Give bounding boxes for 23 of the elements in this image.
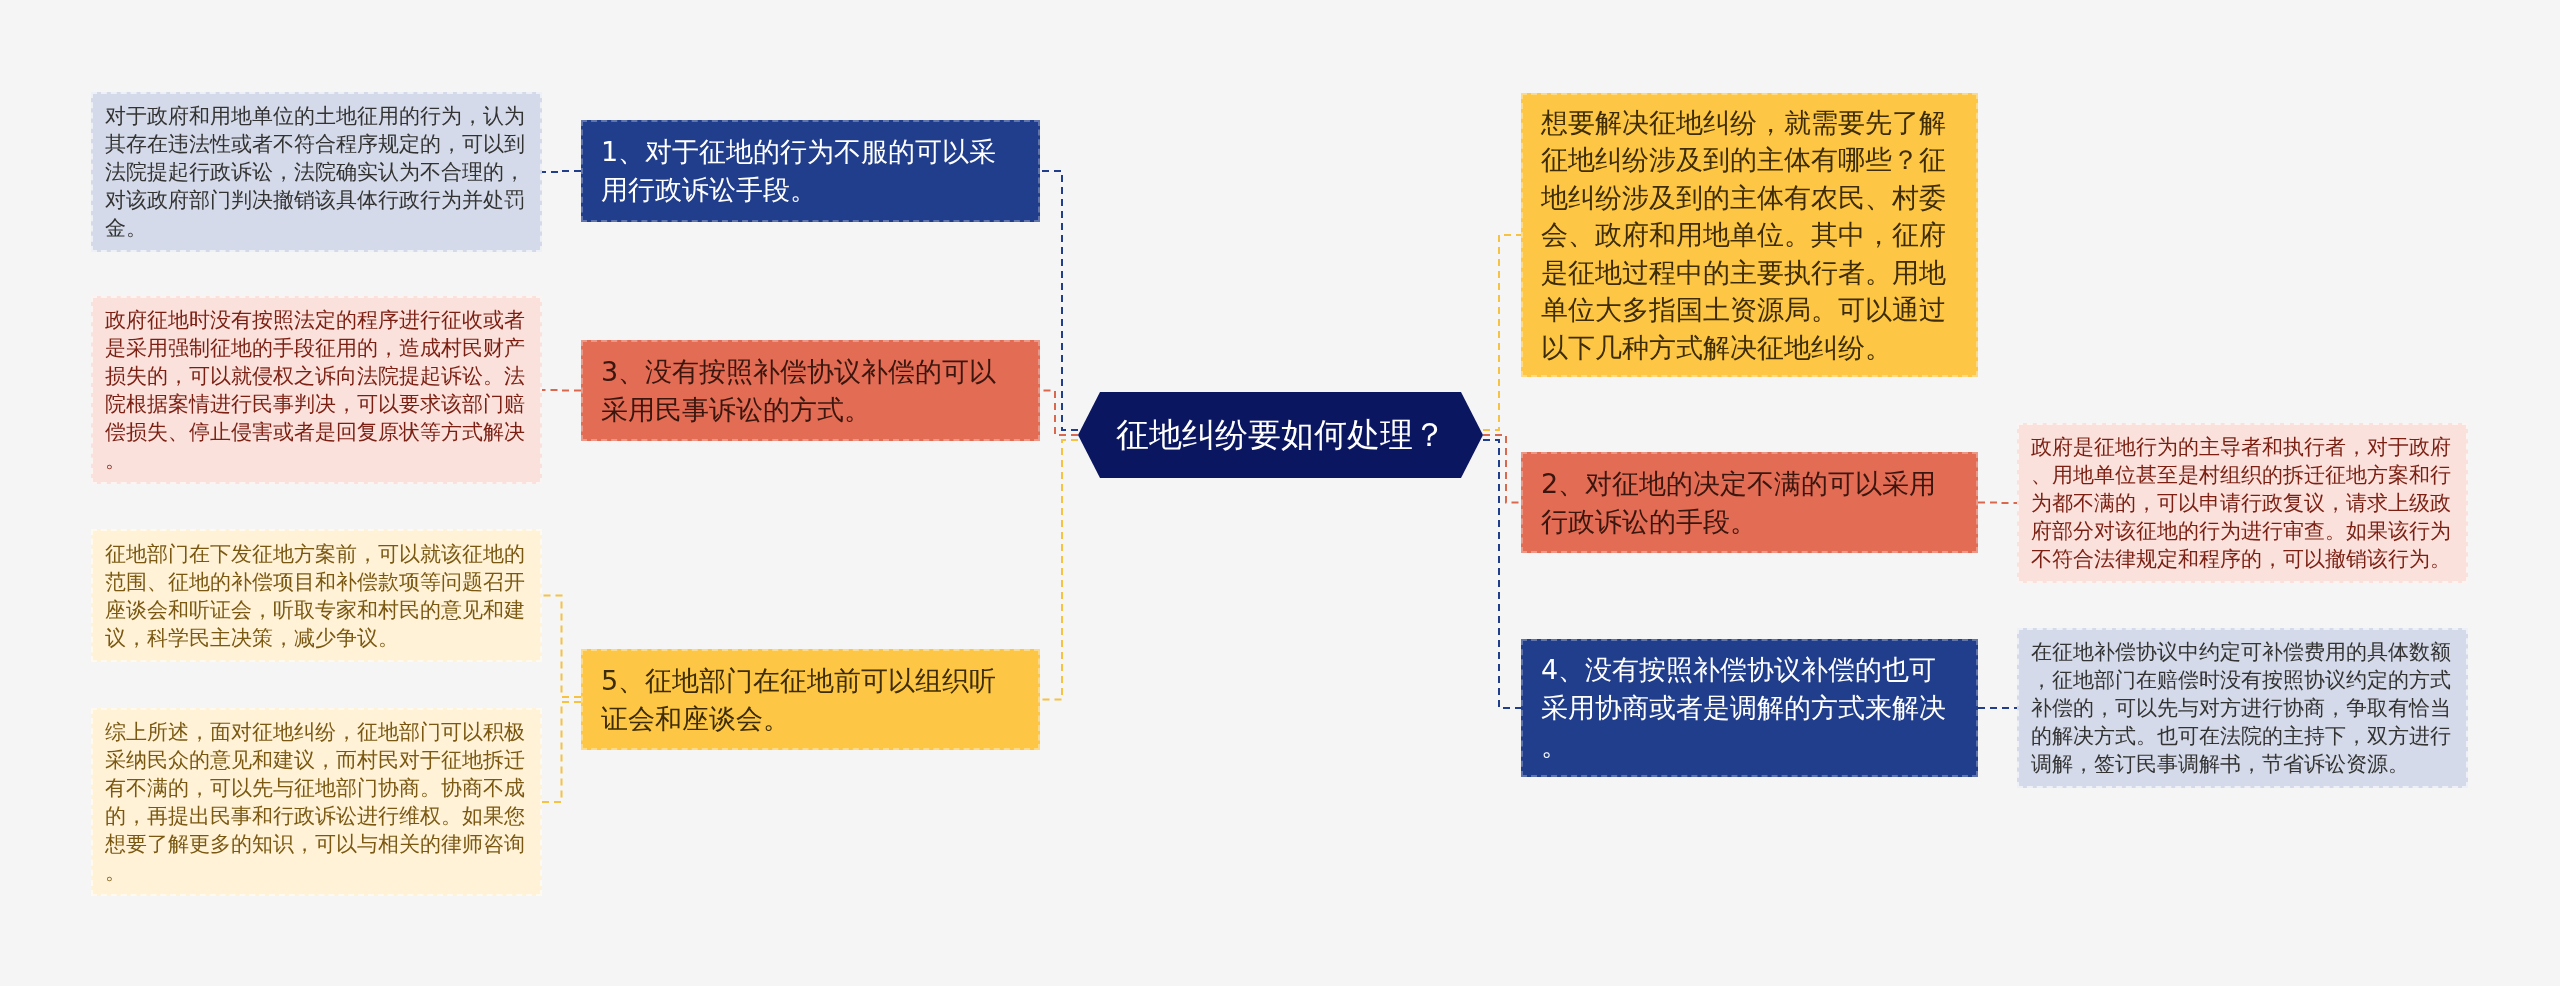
connector-line xyxy=(541,389,582,392)
topic-box: 4、没有按照补偿协议补偿的也可采用协商或者是调解的方式来解决。 xyxy=(1521,639,1978,777)
note-box: 对于政府和用地单位的土地征用的行为，认为其存在违法性或者不符合程序规定的，可以到法院提起行政诉讼，法院确实认为不合理的，对该政府部门判决撤销该具体行政行为并处罚金。 xyxy=(91,92,542,252)
note-box: 综上所述，面对征地纠纷，征地部门可以积极采纳民众的意见和建议，而村民对于征地拆迁有不满的，可以先与征地部门协商。协商不成的，再提出民事和行政诉讼进行维权。如果您想要了解更多的知识，可以与相关的律师咨询。 xyxy=(91,708,542,896)
connector-line xyxy=(1482,434,1522,504)
topic-box: 3、没有按照补偿协议补偿的可以采用民事诉讼的方式。 xyxy=(581,340,1040,441)
connector-line xyxy=(1482,234,1522,431)
topic-box: 2、对征地的决定不满的可以采用行政诉讼的手段。 xyxy=(1521,452,1978,553)
topic-box: 5、征地部门在征地前可以组织听证会和座谈会。 xyxy=(581,649,1040,750)
note-box: 政府征地时没有按照法定的程序进行征收或者是采用强制征地的手段征用的，造成村民财产损失的，可以就侵权之诉向法院提起诉讼。法院根据案情进行民事判决，可以要求该部门赔偿损失、停止侵害或者是回复原状等方式解决。 xyxy=(91,296,542,484)
note-box: 在征地补偿协议中约定可补偿费用的具体数额，征地部门在赔偿时没有按照协议约定的方式补偿的，可以先与对方进行协商，争取有恰当的解决方式。也可在法院的主持下，双方进行调解，签订民事调解书，节省诉讼资源。 xyxy=(2017,628,2468,788)
connector-line xyxy=(541,701,582,803)
connector-line xyxy=(541,594,582,698)
connector-line xyxy=(1977,707,2018,709)
connector-line xyxy=(1977,501,2018,504)
topic-box: 想要解决征地纠纷，就需要先了解征地纠纷涉及到的主体有哪些？征地纠纷涉及到的主体有农民、村委会、政府和用地单位。其中，征府是征地过程中的主要执行者。用地单位大多指国土资源局。可以通过以下几种方式解决征地纠纷。 xyxy=(1521,93,1978,377)
connector-line xyxy=(541,170,582,173)
topic-box: 1、对于征地的行为不服的可以采用行政诉讼手段。 xyxy=(581,120,1040,222)
note-box: 政府是征地行为的主导者和执行者，对于政府、用地单位甚至是村组织的拆迁征地方案和行为都不满的，可以申请行政复议，请求上级政府部分对该征地的行为进行审查。如果该行为不符合法律规定和程序的，可以撤销该行为。 xyxy=(2017,423,2468,583)
connector-line xyxy=(1039,170,1079,431)
central-topic: 征地纠纷要如何处理？ xyxy=(1078,392,1483,478)
connector-line xyxy=(1482,439,1522,709)
note-box: 征地部门在下发征地方案前，可以就该征地的范围、征地的补偿项目和补偿款项等问题召开座谈会和听证会，听取专家和村民的意见和建议，科学民主决策，减少争议。 xyxy=(91,529,542,662)
